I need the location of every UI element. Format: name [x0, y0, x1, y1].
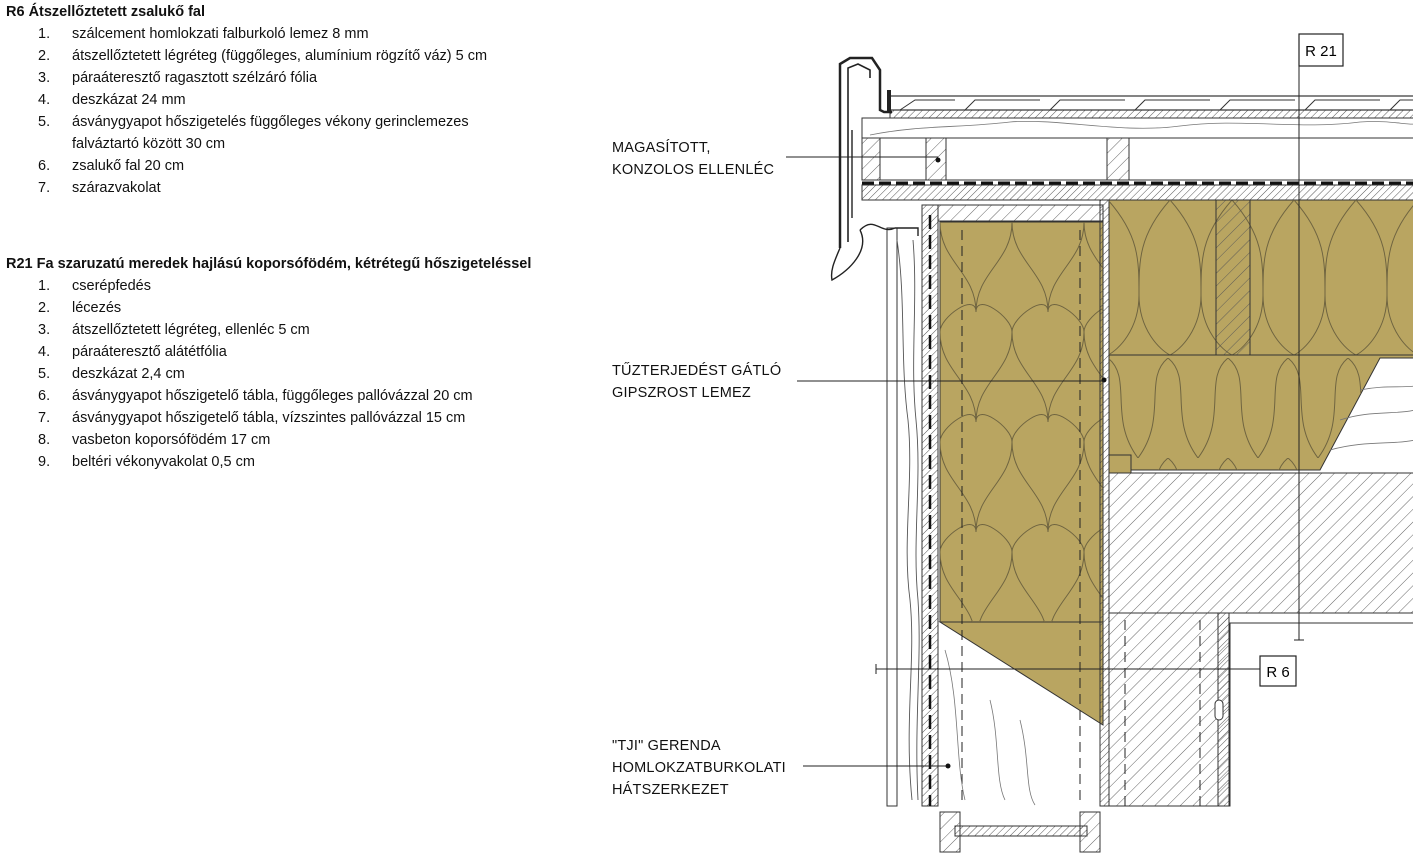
legend-item: 4.deszkázat 24 mm	[38, 92, 186, 108]
legend-item: 8.vasbeton koporsófödém 17 cm	[38, 432, 271, 448]
legend-item: 6.ásványgyapot hőszigetelő tábla, függől…	[38, 388, 473, 404]
legend-item: 5.ásványgyapot hőszigetelés függőleges v…	[38, 114, 469, 152]
legend-item: 1.szálcement homlokzati falburkoló lemez…	[38, 26, 369, 42]
roof-insulation	[1108, 199, 1413, 474]
counter-battens	[861, 137, 1413, 181]
svg-text:R 21: R 21	[1305, 43, 1337, 60]
eaves-flashing	[830, 56, 919, 282]
wall-insulation	[938, 221, 1104, 806]
legend-item: 4.páraáteresztő alátétfólia	[38, 344, 227, 360]
battens	[861, 117, 1413, 139]
tji-beam-section	[939, 811, 1101, 853]
legend-item: 5.deszkázat 2,4 cm	[38, 366, 185, 382]
callout-tji-beam: "TJI" GERENDA HOMLOKZATBURKOLATI HÁTSZER…	[612, 738, 786, 798]
legend-item: 2.átszellőztetett légréteg (függőleges, …	[38, 48, 488, 64]
svg-text:R 6: R 6	[1266, 664, 1289, 681]
legend-item: 7.szárazvakolat	[38, 180, 161, 196]
legend-item: 3.átszellőztetett légréteg, ellenléc 5 c…	[38, 322, 310, 338]
block-wall	[1108, 612, 1413, 807]
callout-gypsum-board: TŰZTERJEDÉST GÁTLÓ GIPSZROST LEMEZ	[612, 363, 782, 401]
callout-leaders	[786, 156, 1104, 769]
legend-item: 9.beltéri vékonyvakolat 0,5 cm	[38, 454, 255, 470]
legend-item: 3.páraáteresztő ragasztott szélzáró fóli…	[38, 70, 318, 86]
legend-r21: R21 Fa szaruzatú meredek hajlású koporsó…	[6, 253, 531, 473]
callout-counter-batten: MAGASÍTOTT, KONZOLOS ELLENLÉC	[612, 140, 775, 178]
facade-structure	[886, 204, 1104, 807]
legend-item: 7.ásványgyapot hőszigetelő tábla, vízszi…	[38, 410, 466, 426]
legend-item: 6.zsalukő fal 20 cm	[38, 158, 185, 174]
section-cut-lines	[875, 48, 1304, 674]
legend-item: 1.cserépfedés	[38, 278, 151, 294]
gypsum-fibre-board	[1099, 199, 1110, 807]
section-tag-r6: R 6	[1259, 655, 1297, 687]
legend-item: 2.lécezés	[38, 300, 122, 316]
roof-tiles	[889, 95, 1413, 119]
legend-r6: R6 Átszellőztetett zsalukő fal 1.szálcem…	[6, 1, 487, 199]
concrete-slab	[1108, 472, 1413, 614]
legend-r6-title: R6 Átszellőztetett zsalukő fal	[6, 4, 206, 20]
roof-decking	[861, 181, 1413, 201]
legend-r21-title: R21 Fa szaruzatú meredek hajlású koporsó…	[6, 256, 532, 272]
section-tag-r21: R 21	[1298, 33, 1344, 67]
